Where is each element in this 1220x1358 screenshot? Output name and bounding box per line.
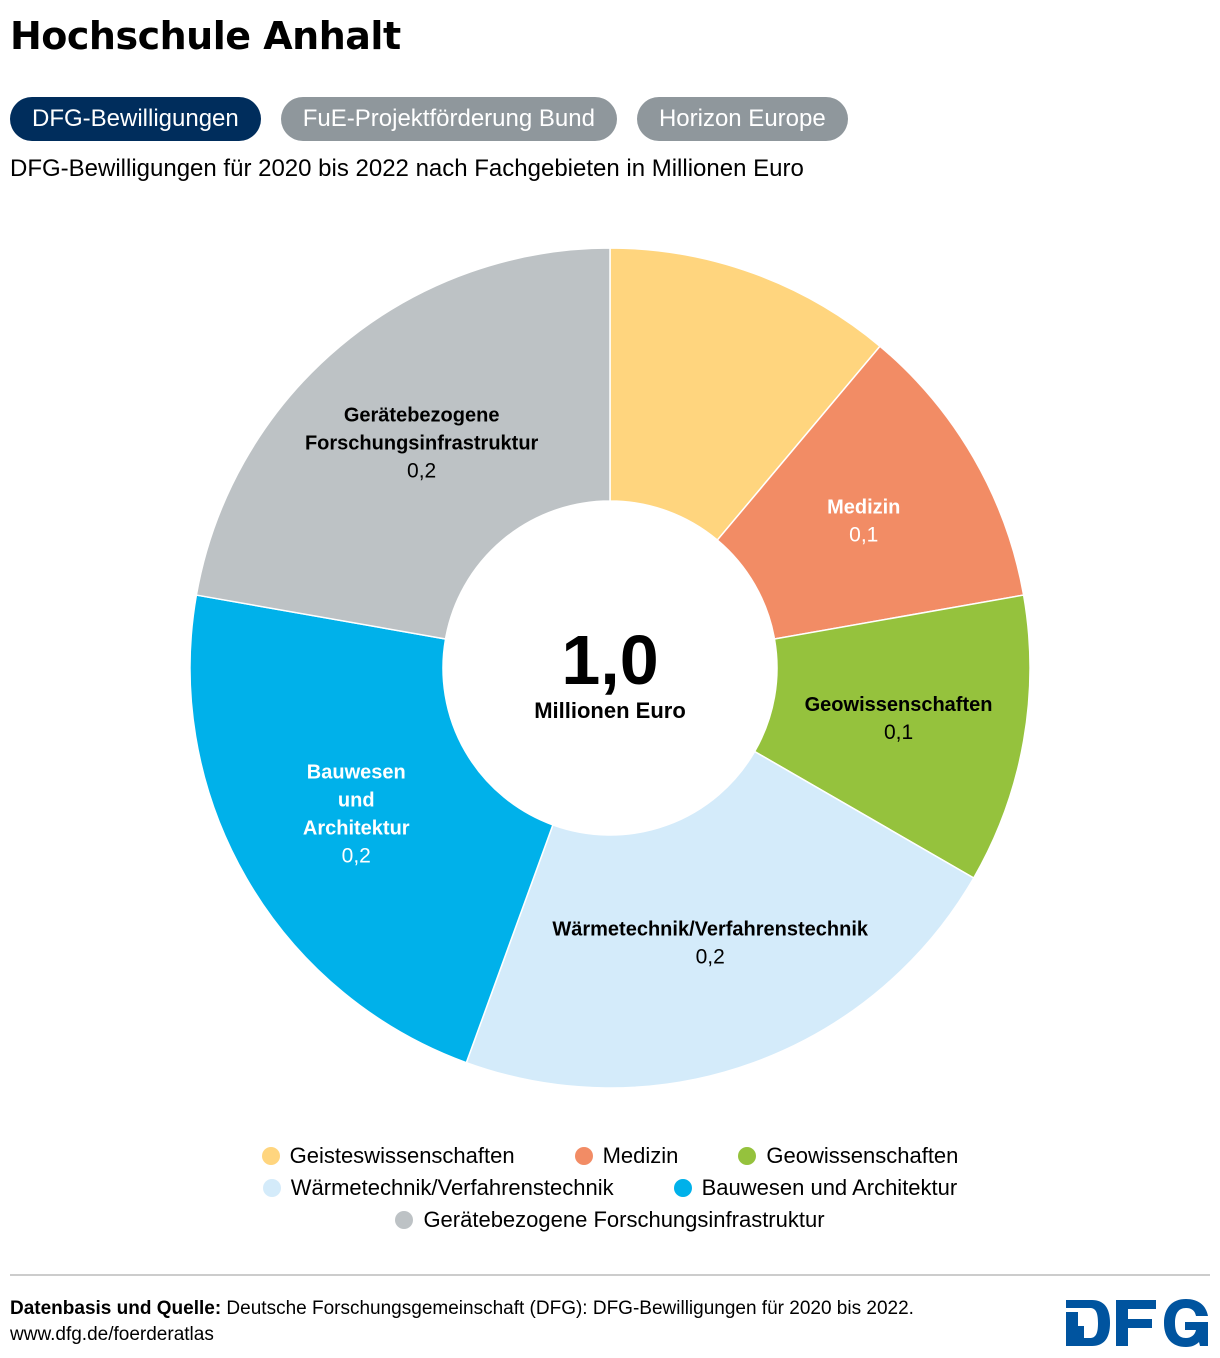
legend-label: Geisteswissenschaften: [289, 1143, 515, 1168]
legend-swatch: [261, 1147, 280, 1165]
source-note: Datenbasis und Quelle: Deutsche Forschun…: [10, 1296, 914, 1348]
legend-item-ger-tebezogene-forschungsinfrastruktur[interactable]: Gerätebezogene Forschungsinfrastruktur: [395, 1207, 825, 1233]
legend-swatch: [262, 1179, 281, 1197]
source-url[interactable]: www.dfg.de/foerderatlas: [10, 1324, 214, 1345]
slice-name-label: Forschungsinfrastruktur: [305, 433, 539, 455]
slice-name-label: Medizin: [827, 497, 900, 519]
legend-swatch: [395, 1211, 414, 1229]
slice-medizin[interactable]: [716, 345, 1025, 640]
legend-item-w-rmetechnik-verfahrenstechnik[interactable]: Wärmetechnik/Verfahrenstechnik: [262, 1175, 614, 1201]
source-label: Datenbasis und Quelle:: [10, 1298, 222, 1319]
source-text: Deutsche Forschungsgemeinschaft (DFG): D…: [221, 1298, 914, 1319]
legend-swatch: [738, 1147, 757, 1165]
slice-value-label: 0,1: [884, 721, 913, 744]
legend-item-geisteswissenschaften[interactable]: Geisteswissenschaften: [261, 1143, 515, 1169]
slice-name-label: Bauwesen: [307, 762, 406, 784]
legend-item-bauwesen-und-architektur[interactable]: Bauwesen und Architektur: [673, 1175, 958, 1201]
slice-name-label: und: [338, 790, 375, 812]
dfg-logo: [1066, 1299, 1208, 1347]
legend-label: Geowissenschaften: [766, 1143, 959, 1168]
donut-chart: Medizin0,1Geowissenschaften0,1Wärmetechn…: [189, 247, 1031, 1089]
slice-geisteswissenschaften[interactable]: [609, 247, 882, 542]
page-title: Hochschule Anhalt: [10, 14, 401, 58]
legend-swatch: [673, 1179, 692, 1197]
slice-w-rmetechnik-verfahrenstechnik[interactable]: [465, 750, 975, 1089]
slice-ger-tebezogene-forschungsinfrastruktur[interactable]: [195, 247, 611, 640]
slice-name-label: Gerätebezogene: [344, 405, 500, 427]
slice-value-label: 0,2: [696, 945, 725, 968]
slice-bauwesen-und-architektur[interactable]: [189, 594, 554, 1064]
tab-fue-projektfoerderung-bund[interactable]: FuE-Projektförderung Bund: [280, 97, 617, 141]
center-total-label: Millionen Euro: [534, 698, 686, 723]
slice-value-label: 0,2: [407, 460, 436, 483]
legend-item-geowissenschaften[interactable]: Geowissenschaften: [738, 1143, 958, 1169]
legend: Geisteswissenschaften Medizin Geowissensch…: [0, 1140, 1220, 1236]
chart-subtitle: DFG-Bewilligungen für 2020 bis 2022 nach…: [10, 155, 804, 182]
legend-swatch: [574, 1147, 593, 1165]
tab-bar: DFG-Bewilligungen FuE-Projektförderung B…: [10, 97, 848, 141]
center-total-value: 1,0: [561, 621, 658, 699]
legend-label: Bauwesen und Architektur: [701, 1175, 958, 1200]
legend-item-medizin[interactable]: Medizin: [574, 1143, 679, 1169]
slice-name-label: Architektur: [303, 818, 410, 840]
tab-dfg-bewilligungen[interactable]: DFG-Bewilligungen: [10, 97, 261, 141]
slice-name-label: Wärmetechnik/Verfahrenstechnik: [552, 918, 869, 940]
slice-name-label: Geowissenschaften: [805, 694, 993, 716]
slice-geowissenschaften[interactable]: [753, 594, 1031, 880]
legend-label: Wärmetechnik/Verfahrenstechnik: [290, 1175, 614, 1200]
divider: [10, 1274, 1210, 1276]
slice-value-label: 0,2: [342, 845, 371, 868]
legend-label: Medizin: [602, 1143, 679, 1168]
legend-label: Gerätebezogene Forschungsinfrastruktur: [423, 1207, 825, 1232]
slice-value-label: 0,1: [849, 524, 878, 547]
tab-horizon-europe[interactable]: Horizon Europe: [636, 97, 848, 141]
